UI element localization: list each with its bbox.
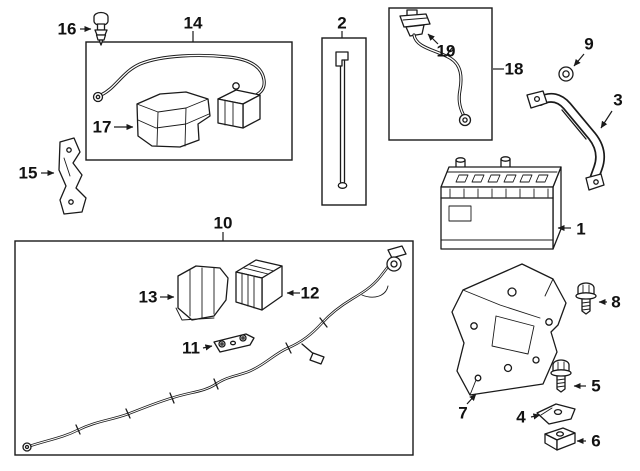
callout-9-leader — [573, 53, 585, 67]
part-grommet-drawing — [558, 66, 574, 82]
part-mount-bracket-drawing — [175, 265, 229, 321]
part-push-pin-drawing — [93, 11, 109, 46]
detail-box-18 — [388, 7, 493, 141]
callout-4: 4 — [516, 408, 526, 427]
part-positive-cable-drawing — [92, 53, 266, 129]
callouts: 1 2 3 4 5 6 7 8 9 10 11 12 13 14 15 16 1 — [19, 14, 623, 451]
part-bolt-upper-drawing — [575, 282, 597, 315]
stud-bolt — [232, 82, 240, 90]
part-retainer-bracket-drawing — [536, 403, 576, 425]
part-strap-bracket-drawing — [526, 90, 605, 191]
battery-sensor-connector — [399, 13, 431, 28]
callout-10: 10 — [214, 214, 233, 233]
harness-clips — [75, 317, 328, 435]
callout-11-leader — [202, 344, 213, 351]
callout-3: 3 — [613, 91, 622, 110]
part-bolt-lower-drawing — [550, 359, 572, 393]
callout-9: 9 — [584, 35, 593, 54]
callout-4-leader — [530, 413, 541, 420]
callout-7-leader — [466, 393, 477, 405]
callout-17: 17 — [93, 118, 112, 137]
battery-front-ribs — [449, 188, 549, 198]
callout-19: 19 — [437, 42, 456, 61]
detail-box-2 — [321, 37, 367, 206]
part-side-bracket-drawing — [58, 137, 87, 215]
callout-1: 1 — [576, 220, 585, 239]
callout-14: 14 — [184, 14, 203, 33]
part-small-bracket-drawing — [213, 333, 255, 353]
callout-19-leader — [427, 33, 439, 45]
part-negative-cable-drawing — [399, 9, 472, 127]
callout-8: 8 — [611, 293, 620, 312]
battery-cell-caps — [455, 174, 549, 183]
part-wiring-harness-drawing — [22, 245, 407, 452]
detail-box-10 — [14, 240, 414, 456]
callout-6: 6 — [591, 432, 600, 451]
part-fuse-box-cover-drawing — [136, 91, 211, 148]
part-hold-down-rod-drawing — [335, 51, 349, 189]
callout-2: 2 — [337, 14, 346, 33]
callout-16: 16 — [58, 20, 77, 39]
harness-connector — [387, 245, 407, 259]
callout-15: 15 — [19, 164, 38, 183]
part-fuse-block-drawing — [235, 259, 283, 311]
battery-terminal — [455, 156, 511, 170]
callout-5: 5 — [591, 377, 600, 396]
detail-box-14 — [85, 41, 293, 161]
callout-13: 13 — [139, 288, 158, 307]
callout-7: 7 — [458, 404, 467, 423]
callout-3-leader — [600, 110, 613, 129]
part-clip-nut-drawing — [544, 427, 576, 451]
callout-11: 11 — [182, 339, 200, 358]
callout-18: 18 — [505, 60, 524, 79]
callout-12: 12 — [301, 284, 320, 303]
branch-connector — [309, 352, 325, 365]
part-battery-drawing — [440, 156, 562, 250]
part-battery-tray-drawing — [451, 263, 567, 396]
